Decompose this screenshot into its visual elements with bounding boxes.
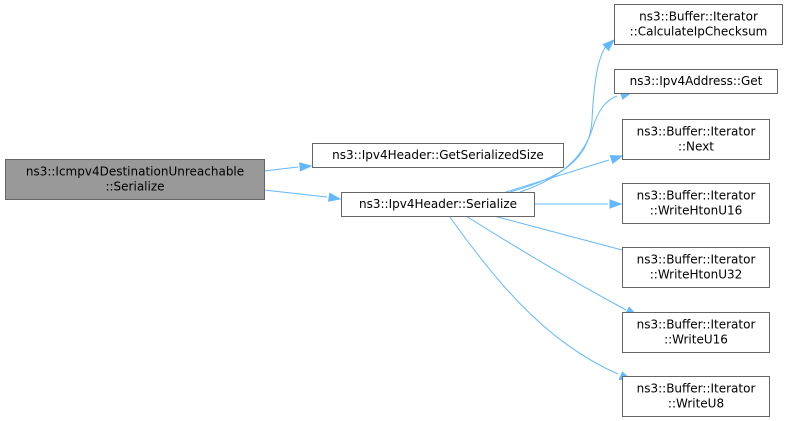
node-writeHtonU16[interactable]: ns3::Buffer::Iterator::WriteHtonU16	[622, 183, 770, 224]
node-label-line: ns3::Buffer::Iterator	[637, 382, 756, 396]
edge-serialize-to-calcChecksum	[509, 39, 616, 193]
node-box	[5, 159, 265, 200]
node-root[interactable]: ns3::Icmpv4DestinationUnreachable::Seria…	[5, 159, 265, 200]
edge-root-to-getSerializedSize	[263, 162, 313, 172]
arrowhead-icon	[327, 192, 342, 202]
edge-root-to-serialize	[263, 189, 342, 202]
edge-line	[509, 45, 607, 193]
node-label-line: ::CalculateIpChecksum	[630, 25, 768, 39]
node-label-line: ns3::Ipv4Header::Serialize	[359, 197, 517, 211]
edge-line	[263, 189, 328, 198]
arrowhead-icon	[602, 39, 616, 52]
node-box	[614, 4, 783, 45]
node-box	[622, 119, 770, 160]
edge-serialize-to-addrGet	[519, 90, 634, 193]
node-calcChecksum[interactable]: ns3::Buffer::Iterator::CalculateIpChecks…	[614, 4, 783, 45]
node-writeU16[interactable]: ns3::Buffer::Iterator::WriteU16	[622, 312, 770, 353]
node-getSerializedSize[interactable]: ns3::Ipv4Header::GetSerializedSize	[312, 143, 564, 168]
node-label-line: ::WriteHtonU32	[650, 268, 743, 282]
node-label-line: ns3::Buffer::Iterator	[637, 189, 756, 203]
node-label-line: ::WriteU16	[664, 333, 728, 347]
node-box	[622, 312, 770, 353]
node-label-line: ns3::Buffer::Iterator	[637, 125, 756, 139]
node-box	[622, 247, 770, 288]
node-next[interactable]: ns3::Buffer::Iterator::Next	[622, 119, 770, 160]
node-writeU8[interactable]: ns3::Buffer::Iterator::WriteU8	[622, 376, 770, 417]
node-label-line: ::WriteHtonU16	[650, 204, 743, 218]
arrowhead-icon	[609, 199, 623, 209]
node-serialize[interactable]: ns3::Ipv4Header::Serialize	[341, 192, 535, 217]
edge-serialize-to-writeHtonU16	[534, 199, 623, 209]
node-box	[341, 192, 535, 217]
node-box	[622, 376, 770, 417]
node-box	[312, 143, 564, 168]
edge-line	[465, 215, 627, 311]
node-label-line: ns3::Buffer::Iterator	[639, 10, 758, 24]
edge-serialize-to-writeHtonU32	[493, 215, 639, 257]
nodes: ns3::Icmpv4DestinationUnreachable::Seria…	[5, 4, 783, 417]
node-writeHtonU32[interactable]: ns3::Buffer::Iterator::WriteHtonU32	[622, 247, 770, 288]
node-label-line: ::WriteU8	[668, 397, 724, 411]
node-label-line: ns3::Buffer::Iterator	[637, 318, 756, 332]
edge-serialize-to-next	[505, 155, 624, 193]
edge-line	[493, 215, 623, 251]
node-label-line: ::Next	[678, 140, 714, 154]
node-label-line: ::Serialize	[105, 180, 164, 194]
edge-line	[263, 166, 299, 172]
node-label-line: ns3::Ipv4Address::Get	[630, 74, 763, 88]
edge-line	[448, 215, 619, 375]
node-label-line: ns3::Icmpv4DestinationUnreachable	[26, 165, 244, 179]
edges	[263, 39, 639, 381]
node-label-line: ns3::Ipv4Header::GetSerializedSize	[332, 148, 544, 162]
node-addrGet[interactable]: ns3::Ipv4Address::Get	[614, 69, 778, 94]
arrowhead-icon	[609, 155, 624, 165]
edge-line	[505, 159, 610, 193]
node-box	[614, 69, 778, 94]
node-box	[622, 183, 770, 224]
arrowhead-icon	[299, 162, 313, 172]
node-label-line: ns3::Buffer::Iterator	[637, 253, 756, 267]
